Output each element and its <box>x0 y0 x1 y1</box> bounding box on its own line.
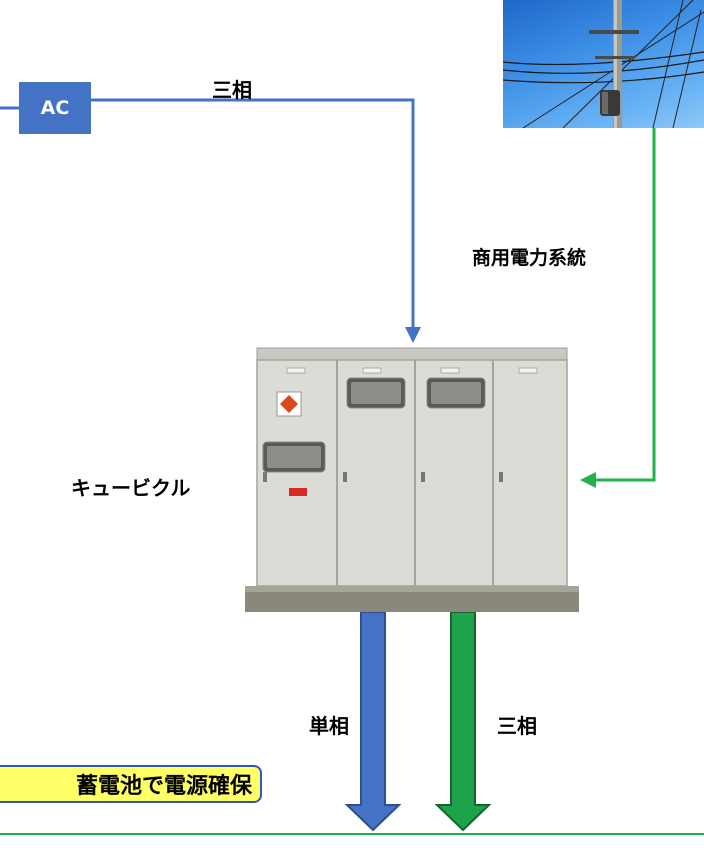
grid-label: 商用電力系統 <box>472 247 587 269</box>
three-phase-bottom-label: 三相 <box>497 714 537 738</box>
three-phase-top-label: 三相 <box>212 78 252 102</box>
cubicle-photo <box>243 334 581 614</box>
grid-arrowhead <box>580 472 596 488</box>
ac-node: AC <box>19 82 91 134</box>
battery-note: 蓄電池で電源確保 <box>0 765 262 803</box>
three-phase-arrowhead <box>405 327 421 343</box>
single-phase-label: 単相 <box>309 714 349 738</box>
cubicle-drawing <box>245 347 579 612</box>
three-phase-output-arrow <box>434 611 492 832</box>
three-phase-line-top <box>91 98 415 330</box>
cubicle-label: キュービクル <box>71 476 191 500</box>
single-phase-arrow <box>344 611 402 832</box>
grid-line <box>594 128 656 482</box>
utility-pole-photo <box>503 0 704 128</box>
utility-pole-drawing <box>503 0 704 128</box>
